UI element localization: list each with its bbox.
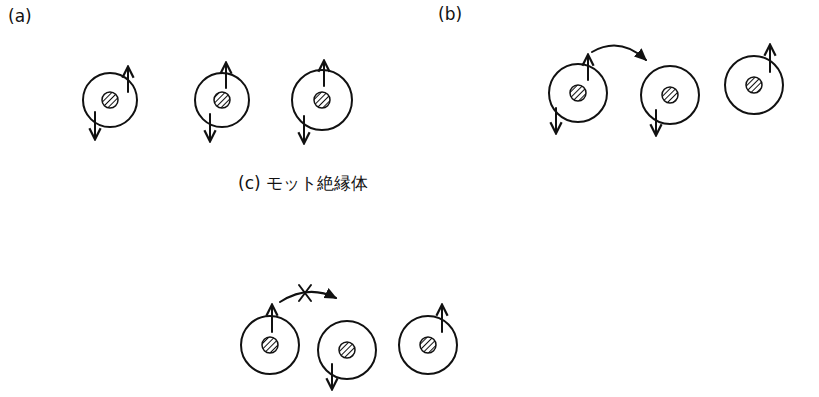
spin-up bbox=[587, 56, 589, 80]
spin-up bbox=[769, 46, 771, 72]
nucleus bbox=[420, 337, 436, 353]
panel-label: (c) モット絶縁体 bbox=[238, 172, 368, 195]
panel-label: (a) bbox=[8, 6, 32, 26]
nucleus bbox=[214, 92, 230, 108]
spin-down bbox=[94, 112, 96, 138]
atom-shell bbox=[549, 64, 607, 122]
nucleus bbox=[102, 92, 118, 108]
atom-shell bbox=[641, 66, 699, 124]
nucleus bbox=[570, 85, 586, 101]
spin-up bbox=[271, 306, 273, 332]
block-cross bbox=[299, 285, 311, 301]
spin-up bbox=[225, 64, 227, 88]
spin-up bbox=[323, 62, 325, 86]
block-cross bbox=[299, 285, 311, 301]
atom-shell bbox=[318, 321, 376, 379]
hopping-arrow bbox=[592, 46, 646, 60]
atom-shell bbox=[725, 56, 783, 114]
spin-down bbox=[655, 110, 657, 134]
spin-up bbox=[441, 306, 443, 332]
nucleus bbox=[314, 92, 330, 108]
nucleus bbox=[339, 342, 355, 358]
atom-shell bbox=[195, 73, 249, 127]
spin-up bbox=[127, 68, 129, 92]
spin-down bbox=[209, 114, 211, 140]
atom-shell bbox=[399, 316, 457, 374]
spin-down bbox=[555, 108, 557, 132]
panel-label: (b) bbox=[438, 4, 462, 24]
atom-shell bbox=[292, 70, 352, 130]
nucleus bbox=[262, 337, 278, 353]
nucleus bbox=[746, 77, 762, 93]
atom-shell bbox=[241, 316, 299, 374]
spin-down bbox=[331, 364, 333, 388]
nucleus bbox=[662, 87, 678, 103]
spin-down bbox=[303, 116, 305, 142]
